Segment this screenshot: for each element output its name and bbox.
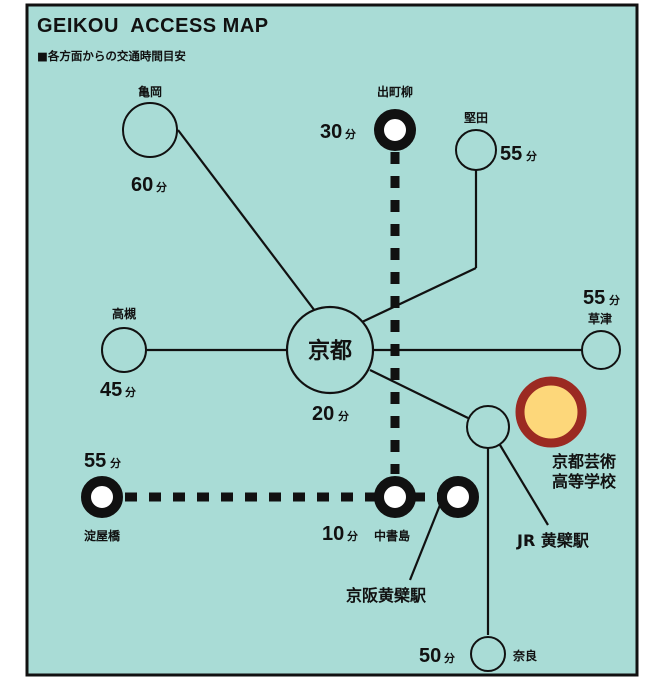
line-katata-kyoto	[361, 267, 477, 323]
kameoka-station[interactable]	[122, 102, 178, 158]
kyoto-time-unit: 分	[338, 409, 349, 423]
nara-time: 50	[419, 645, 441, 667]
yodoyabashi-label: 淀屋橋	[84, 528, 121, 543]
line-jr-obaku-school-label	[499, 444, 549, 526]
school-marker[interactable]	[515, 376, 587, 448]
line-keihan-obaku-label	[408, 504, 442, 581]
kameoka-time: 60	[131, 174, 153, 196]
kameoka-time-unit: 分	[156, 180, 167, 194]
line-kyoto-kameoka	[177, 129, 319, 316]
demachiyanagi-station[interactable]	[374, 109, 416, 151]
kyoto-hub-label: 京都	[308, 338, 352, 364]
katata-station[interactable]	[455, 129, 497, 171]
takatsuki-time-unit: 分	[125, 385, 136, 399]
yodoyabashi-time: 55	[84, 450, 106, 472]
kusatsu-time-unit: 分	[609, 293, 620, 307]
kusatsu-label: 草津	[588, 311, 612, 326]
jr-obaku-station[interactable]	[466, 405, 510, 449]
map-subtitle: ■各方面からの交通時間目安	[37, 49, 186, 63]
katata-time-unit: 分	[526, 149, 537, 163]
kusatsu-time: 55	[583, 287, 605, 309]
map-title: GEIKOU ACCESS MAP	[37, 15, 269, 37]
kyoto-time: 20	[312, 403, 334, 425]
line-kyoto-jr-obaku	[369, 369, 469, 419]
nakashojima-station[interactable]	[374, 476, 416, 518]
nara-time-unit: 分	[444, 651, 455, 665]
keihan-lines	[125, 152, 440, 502]
school-label-line2: 高等学校	[552, 472, 617, 491]
nakashojima-time: 10	[322, 523, 344, 545]
takatsuki-label: 高槻	[112, 306, 136, 321]
katata-time: 55	[500, 143, 522, 165]
demachiyanagi-time-unit: 分	[345, 127, 356, 141]
keihan-obaku-station[interactable]	[437, 476, 479, 518]
nara-station[interactable]	[470, 636, 506, 672]
kameoka-label: 亀岡	[138, 84, 162, 99]
katata-label: 堅田	[464, 111, 488, 125]
nakashojima-time-unit: 分	[347, 529, 358, 543]
school-label-line1: 京都芸術	[552, 452, 616, 471]
yodoyabashi-time-unit: 分	[110, 456, 121, 470]
demachiyanagi-time: 30	[320, 121, 342, 143]
keihan-obaku-label: 京阪黄檗駅	[346, 586, 427, 605]
jr-lines	[147, 129, 582, 635]
demachiyanagi-label: 出町柳	[377, 84, 413, 99]
takatsuki-station[interactable]	[101, 327, 147, 373]
nara-label: 奈良	[512, 648, 537, 663]
jr-obaku-label: JR 黄檗駅	[516, 531, 590, 550]
kusatsu-station[interactable]	[581, 330, 621, 370]
yodoyabashi-station[interactable]	[81, 476, 123, 518]
nakashojima-label: 中書島	[374, 528, 410, 543]
kyoto-hub-circle[interactable]	[285, 305, 375, 395]
takatsuki-time: 45	[100, 379, 122, 401]
